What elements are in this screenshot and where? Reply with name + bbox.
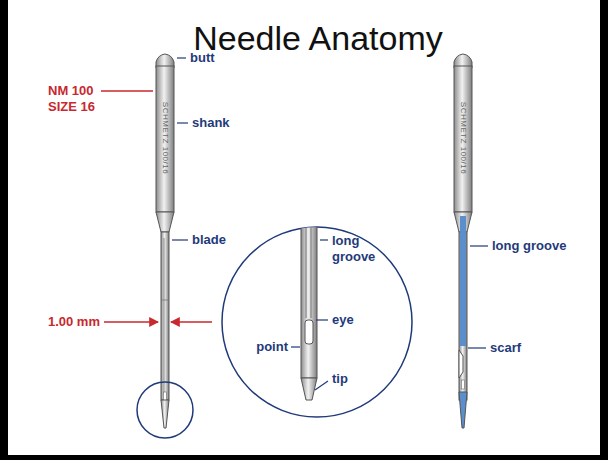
part-label: long groove — [332, 233, 384, 266]
leader-line — [468, 347, 486, 348]
needle-point — [459, 392, 467, 428]
part-label: butt — [190, 50, 215, 66]
size-label: NM 100 — [48, 83, 94, 99]
leader-line — [316, 319, 328, 320]
part-label: shank — [192, 115, 230, 131]
needle-shank — [156, 66, 174, 212]
leader-line — [320, 239, 328, 240]
groove-line — [164, 238, 165, 394]
needle-blade — [161, 232, 169, 400]
dimension-label: 1.00 mm — [48, 314, 100, 330]
leader-lines — [291, 240, 328, 390]
slide-ground — [8, 0, 600, 455]
part-label: scarf — [490, 340, 521, 356]
part-label: point — [256, 339, 288, 355]
dimension-arrow — [171, 321, 212, 322]
zoomed-eye — [305, 320, 313, 344]
size-leader — [101, 90, 153, 91]
needle-point — [161, 400, 169, 428]
scarf-cut — [459, 350, 463, 378]
leader-lines — [468, 246, 488, 348]
diagram-title: Needle Anatomy — [193, 18, 443, 59]
needle-shank — [454, 66, 472, 212]
left-needle — [156, 54, 174, 428]
brand-imprint: SCHMETZ 100/16 — [160, 102, 170, 174]
leader-line — [177, 122, 188, 123]
long-groove-area — [460, 216, 466, 346]
size-label: SIZE 16 — [48, 99, 95, 115]
zoomed-point — [301, 378, 317, 400]
blade-mark — [161, 300, 169, 301]
leader-line — [172, 239, 188, 240]
zoomed-blade — [301, 220, 317, 378]
leader-lines — [172, 58, 188, 240]
leader-line — [315, 381, 328, 390]
brand-imprint: SCHMETZ 100/16 — [458, 102, 468, 174]
leader-line — [177, 57, 186, 58]
part-label: tip — [332, 371, 348, 387]
zoomed-needle — [301, 220, 317, 400]
leader-line — [291, 346, 300, 347]
zoomed-groove — [311, 225, 312, 318]
part-label: blade — [192, 232, 226, 248]
dimension-arrow — [104, 321, 158, 322]
needle-eye — [462, 380, 465, 389]
detail-circle — [137, 382, 193, 438]
zoomed-groove — [306, 225, 307, 318]
right-needle — [454, 54, 472, 428]
needle-taper — [156, 212, 174, 232]
part-label: eye — [332, 312, 354, 328]
part-label: long groove — [492, 238, 566, 254]
leader-line — [470, 245, 488, 246]
